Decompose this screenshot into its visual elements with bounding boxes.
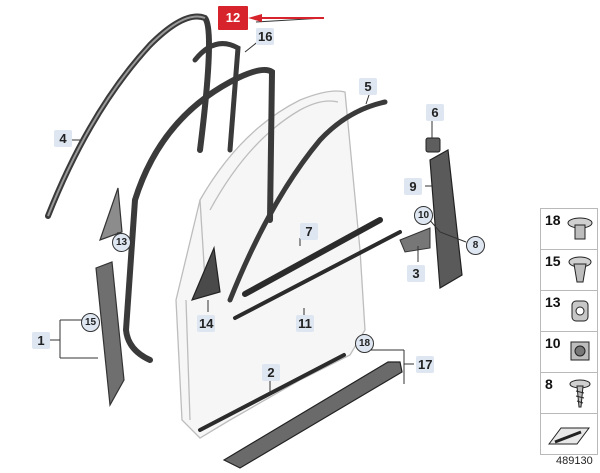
callout-1: 1 [32,332,50,349]
bracket-3 [399,227,431,253]
spring-nut-icon [570,341,590,361]
callout-5: 5 [359,78,377,95]
callout-11: 11 [296,315,314,332]
legend-footer [540,413,598,455]
legend-item-8: 8 [540,372,598,414]
callout-3: 3 [407,265,425,282]
legend-item-18: 18 [540,208,598,250]
outer-belt-11 [233,230,402,320]
callout-17: 17 [416,356,435,373]
callout-18: 18 [355,334,374,353]
pillar-trim-9 [429,149,463,290]
screw-icon [569,379,591,408]
callout-12: 12 [218,6,248,30]
legend-label-10: 10 [545,335,561,351]
cap-6 [425,137,441,153]
push-clip-icon [568,256,592,283]
callout-13: 13 [112,233,131,252]
upper-seal-12 [192,41,241,153]
door-shell [175,90,366,439]
arrow-head [248,14,262,22]
legend-label-8: 8 [545,376,553,392]
arrow-symbol-icon [548,427,590,445]
legend-item-10: 10 [540,331,598,373]
callout-9: 9 [404,178,422,195]
legend-item-15: 15 [540,249,598,291]
rocker-trim-17 [222,361,403,469]
callout-6: 6 [426,104,444,121]
callout-8: 8 [466,236,485,255]
callout-4: 4 [54,130,72,147]
door-seal-16 [122,67,276,363]
callout-16: 16 [256,28,275,45]
mirror-triangle [99,187,123,241]
mirror-patch-14 [190,245,221,301]
callout-7: 7 [300,223,318,240]
legend-item-13: 13 [540,290,598,332]
grommet-clip-icon [571,300,589,322]
sheet-number: 489130 [556,455,593,467]
callout-14: 14 [197,315,216,332]
callout-10: 10 [414,206,433,225]
callout-15: 15 [81,313,100,332]
inner-belt-7 [242,217,383,297]
legend-label-13: 13 [545,294,561,310]
sill-seal-2 [198,353,346,432]
expanding-rivet-icon [567,217,593,240]
callout-2: 2 [262,364,280,381]
legend-label-15: 15 [545,253,561,269]
legend-label-18: 18 [545,212,561,228]
pillar-trim-1 [95,261,125,407]
window-seal-5 [227,99,388,303]
